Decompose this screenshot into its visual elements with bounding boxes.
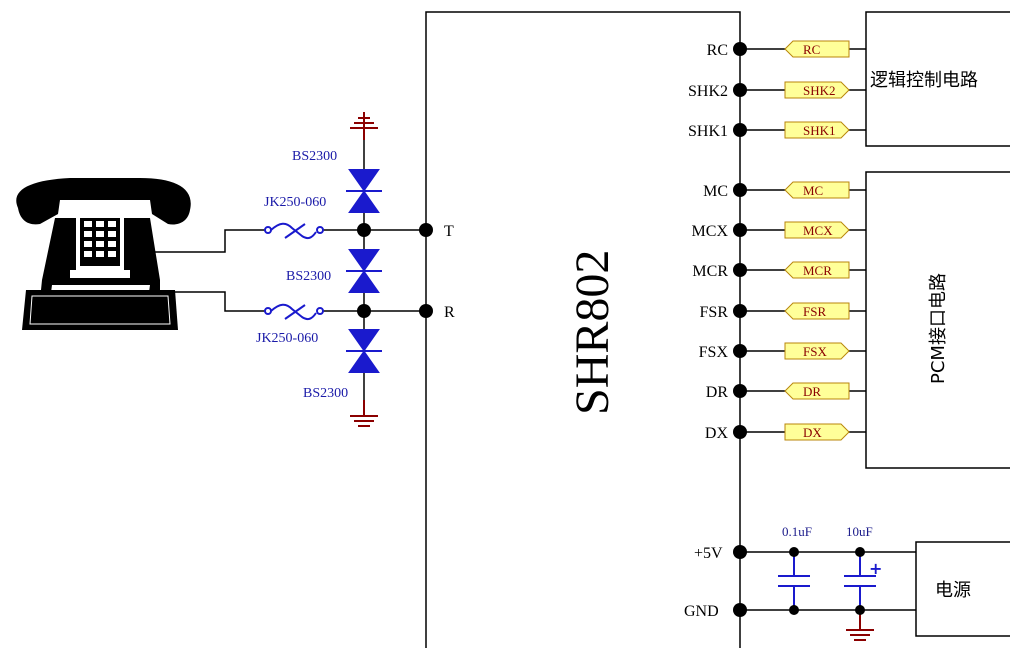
net-flag-label-fsr: FSR: [803, 304, 826, 319]
net-flag-rc: [784, 40, 850, 58]
tvs-diode-top: [346, 169, 382, 213]
fuse-top-label: JK250-060: [264, 195, 326, 210]
cap1-label: 0.1uF: [782, 524, 812, 539]
pin-dot-fsr: [733, 304, 747, 318]
pcm-block-label: PCM接口电路: [928, 273, 949, 384]
fuse-top: [264, 222, 324, 240]
fuse-bottom-label: JK250-060: [256, 331, 318, 346]
pin-label-dr: DR: [706, 384, 729, 401]
pin-label-dx: DX: [705, 425, 729, 442]
net-flag-label-dr: DR: [803, 384, 821, 399]
gnd-label: GND: [684, 603, 719, 620]
pin-label-mcr: MCR: [692, 263, 728, 280]
pin-label-rc: RC: [707, 42, 728, 59]
net-flag-label-fsx: FSX: [803, 344, 827, 359]
terminal-t: T: [444, 223, 454, 240]
tvs-mid-label: BS2300: [286, 269, 331, 284]
pin-dot-mcr: [733, 263, 747, 277]
pin-dot-shk2: [733, 83, 747, 97]
pin-label-shk1: SHK1: [688, 123, 728, 140]
tvs-bottom-label: BS2300: [303, 386, 348, 401]
pin-label-shk2: SHK2: [688, 83, 728, 100]
pcm-block: [865, 171, 1010, 469]
net-flag-shk1: [784, 121, 850, 139]
net-flag-mcx: [784, 221, 850, 239]
net-flag-label-mcx: MCX: [803, 223, 833, 238]
net-flag-label-rc: RC: [803, 42, 820, 57]
power-dots: [733, 545, 865, 617]
pin-dot-shk1: [733, 123, 747, 137]
net-flag-fsx: [784, 342, 850, 360]
chip-body: [425, 11, 741, 648]
telephone-icon: [16, 178, 191, 330]
logic-block: [865, 11, 1010, 147]
net-flag-label-shk2: SHK2: [803, 83, 836, 98]
pin-label-mc: MC: [703, 183, 728, 200]
cap2-label: 10uF: [846, 524, 873, 539]
pin-dot-dr: [733, 384, 747, 398]
ground-power-icon: [846, 610, 874, 641]
capacitor-0.1uF: [778, 552, 810, 610]
net-flag-label-mc: MC: [803, 183, 823, 198]
pin-dot-dx: [733, 425, 747, 439]
tvs-diode-mid: [346, 249, 382, 293]
net-flag-fsr: [784, 302, 850, 320]
net-flag-shk2: [784, 81, 850, 99]
net-flag-label-dx: DX: [803, 425, 822, 440]
logic-block-label: 逻辑控制电路: [870, 70, 978, 91]
vcc-label: +5V: [694, 545, 723, 562]
pin-dot-mcx: [733, 223, 747, 237]
net-flag-label-shk1: SHK1: [803, 123, 836, 138]
power-block-label: 电源: [935, 580, 971, 601]
fuse-bottom: [264, 303, 324, 321]
pin-dot-mc: [733, 183, 747, 197]
ground-bottom-icon: [350, 400, 378, 427]
pin-dot-fsx: [733, 344, 747, 358]
pin-label-fsr: FSR: [700, 304, 729, 321]
net-flag-mcr: [784, 261, 850, 279]
net-flag-dx: [784, 423, 850, 441]
pin-label-mcx: MCX: [692, 223, 729, 240]
pin-label-fsx: FSX: [699, 344, 729, 361]
chip-name: SHR802: [566, 250, 619, 415]
power-rails: [740, 551, 916, 611]
net-flag-dr: [784, 382, 850, 400]
tvs-diode-bottom: [346, 329, 382, 373]
ground-top-icon: [350, 112, 378, 140]
net-flag-label-mcr: MCR: [803, 263, 832, 278]
net-flag-mc: [784, 181, 850, 199]
cap2-polarity: +: [869, 559, 882, 578]
terminal-r: R: [444, 304, 455, 321]
pin-dot-rc: [733, 42, 747, 56]
power-block: [915, 541, 1010, 637]
tvs-top-label: BS2300: [292, 149, 337, 164]
